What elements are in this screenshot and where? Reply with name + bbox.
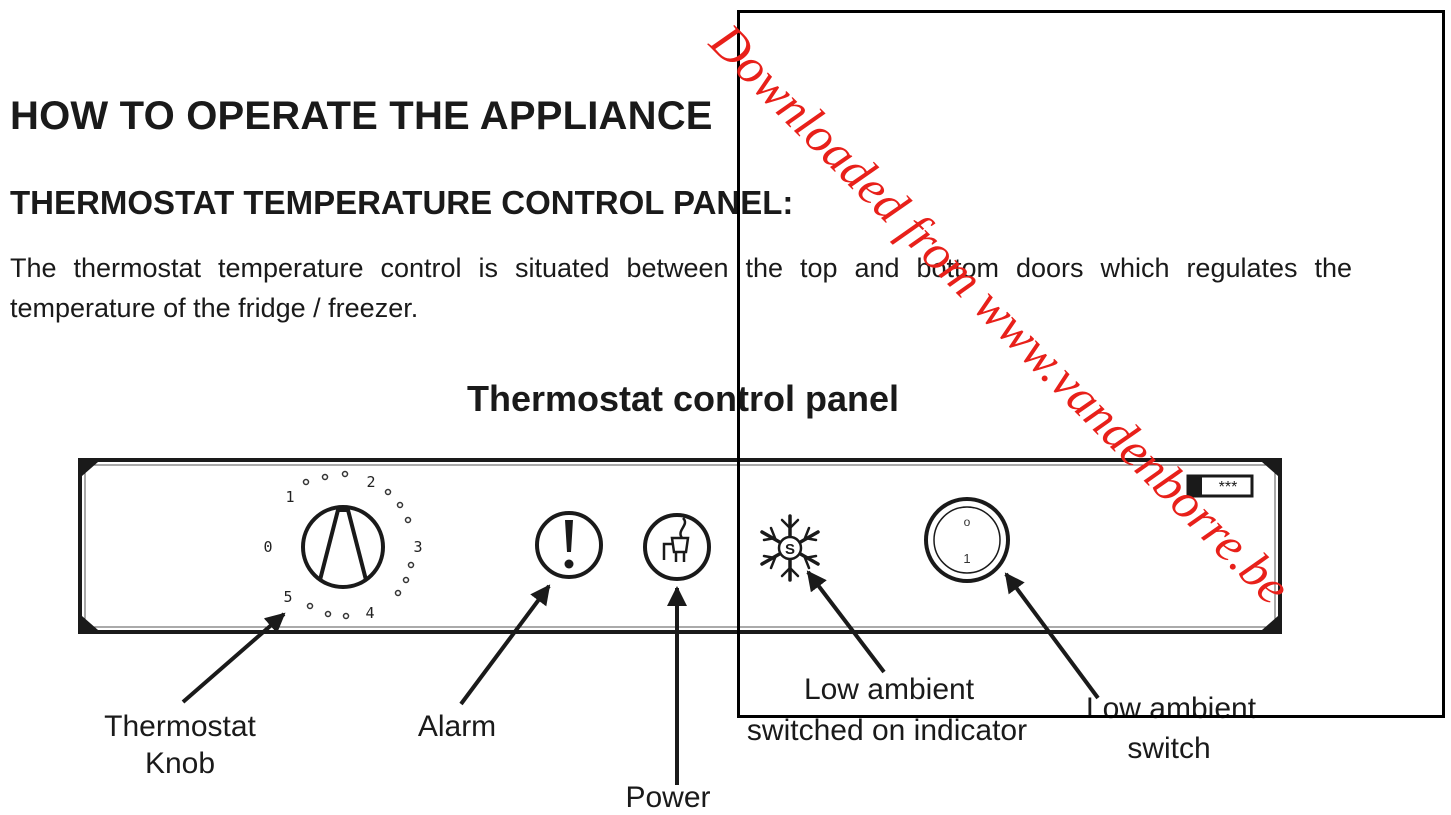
thermostat-knob[interactable]: 0 1 2 3 4 5 (263, 470, 423, 623)
label-alarm: Alarm (418, 710, 496, 743)
switch-mark-0: o (964, 515, 971, 529)
indicator-letter: S (785, 541, 795, 558)
dial-mark-0: 0 (263, 538, 272, 556)
star-rating-badge: *** (1186, 474, 1254, 498)
badge-stars: *** (1219, 479, 1238, 496)
alarm-icon (535, 511, 603, 579)
power-plug-icon (643, 513, 711, 581)
control-panel-diagram: 0 1 2 3 4 5 S o 1 (78, 458, 1282, 814)
body-paragraph: The thermostat temperature control is si… (10, 253, 1352, 323)
pointer-arrows (181, 570, 1100, 785)
label-low-ambient-indicator-1: Low ambient (804, 673, 975, 706)
dial-mark-3: 3 (413, 538, 422, 556)
low-ambient-switch[interactable]: o 1 (924, 497, 1010, 583)
section-heading: THERMOSTAT TEMPERATURE CONTROL PANEL: (10, 184, 794, 221)
label-low-ambient-switch-1: Low ambient (1086, 692, 1257, 725)
dial-dots (302, 470, 415, 620)
dial-mark-1: 1 (285, 488, 294, 506)
switch-mark-1: 1 (963, 551, 970, 566)
dial-mark-2: 2 (366, 473, 375, 491)
dial-mark-4: 4 (365, 604, 374, 622)
label-thermostat-knob-1: Thermostat (104, 710, 256, 743)
label-low-ambient-switch-2: switch (1127, 732, 1210, 765)
label-thermostat-knob-2: Knob (145, 747, 215, 780)
page-heading: HOW TO OPERATE THE APPLIANCE (10, 94, 713, 138)
watermark-frame (737, 10, 1445, 718)
figure-caption: Thermostat control panel (466, 378, 900, 419)
label-low-ambient-indicator-2: switched on indicator (747, 714, 1027, 747)
dial-mark-5: 5 (283, 588, 292, 606)
snowflake-indicator-icon: S (760, 514, 820, 582)
label-power: Power (625, 781, 710, 814)
